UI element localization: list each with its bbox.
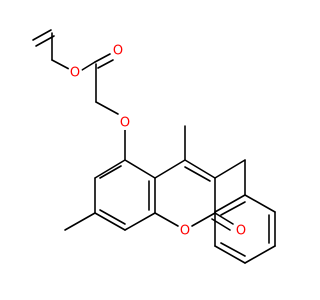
atom-o-ester: O bbox=[70, 66, 80, 81]
bond-ph-6-1 bbox=[214, 194, 246, 213]
bond-ring-c5-c6 bbox=[94, 159, 126, 179]
bond-carbonyl-a bbox=[94, 53, 111, 63]
bond-methyl-c7 bbox=[64, 212, 96, 231]
atom-bg-lactone bbox=[234, 223, 248, 237]
bond-allyl-double-a bbox=[32, 29, 52, 41]
bond-ph-6-1-inner bbox=[220, 201, 246, 216]
bond-ring-c8-c8a bbox=[124, 212, 156, 231]
bond-lactone-co-a bbox=[214, 212, 234, 225]
bond-ch2-oether bbox=[95, 101, 119, 115]
bond-ph-1-2 bbox=[244, 194, 276, 213]
atom-bg-carbonyl-ester bbox=[111, 44, 125, 58]
bond-ring-c5-c6-inner bbox=[99, 165, 122, 179]
atom-o-carbonyl-ester: O bbox=[113, 44, 123, 59]
bond-ph-4-5 bbox=[214, 245, 246, 264]
bond-allyl-double-b bbox=[35, 35, 55, 47]
atom-bg-ether bbox=[118, 116, 132, 130]
atom-o-ether: O bbox=[120, 116, 130, 131]
bond-ring-c7-c8 bbox=[94, 212, 126, 231]
bond-c4a-c4 bbox=[154, 159, 186, 179]
bond-allyl-co bbox=[51, 59, 70, 70]
bond-c2-oring bbox=[191, 212, 216, 227]
atom-bg-ester bbox=[68, 65, 82, 79]
atom-o-lactone: O bbox=[236, 224, 246, 239]
atom-bg-ring bbox=[178, 223, 192, 237]
bond-c4-c3 bbox=[184, 159, 216, 179]
bond-ester-o-c bbox=[81, 61, 96, 71]
bond-c4-c3-inner bbox=[184, 166, 211, 182]
atom-o-ring: O bbox=[180, 224, 190, 239]
bond-c3-ch2 bbox=[214, 159, 246, 179]
bond-ph-4-5-inner bbox=[220, 242, 246, 257]
bond-ring-c4a-c5 bbox=[124, 159, 156, 179]
bond-carbonyl-b bbox=[97, 59, 114, 69]
structure-canvas: O O O O O bbox=[32, 29, 276, 264]
bond-oring-c8a bbox=[154, 212, 179, 227]
bond-ph-3-4 bbox=[244, 245, 276, 264]
molecule-drawing: O O O O O bbox=[32, 29, 276, 264]
bond-ring-c7-c8-inner bbox=[99, 209, 126, 225]
